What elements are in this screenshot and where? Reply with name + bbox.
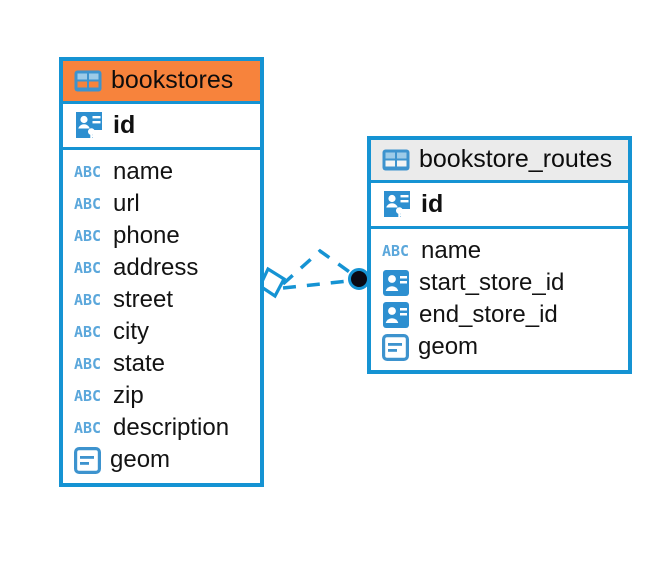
field-list-bookstores: ABC name ABC url ABC phone ABC address A…: [63, 150, 260, 483]
primary-key-icon: [384, 191, 410, 219]
svg-text:ABC: ABC: [74, 260, 101, 276]
field-label: geom: [418, 333, 479, 360]
field-label: url: [113, 190, 140, 217]
field-label: start_store_id: [419, 269, 565, 296]
geometry-icon: [74, 446, 101, 474]
field-label: description: [113, 414, 230, 441]
field-row-end-store-id[interactable]: end_store_id: [371, 299, 628, 331]
entity-header-bookstores[interactable]: bookstores: [63, 61, 260, 101]
abc-text-icon: ABC: [74, 388, 101, 404]
field-label: phone: [113, 222, 180, 249]
svg-text:ABC: ABC: [74, 292, 101, 308]
field-label: city: [113, 318, 149, 345]
abc-text-icon: ABC: [74, 420, 101, 436]
foreign-key-icon: [383, 270, 409, 296]
primary-key-icon: [76, 112, 102, 140]
field-label: geom: [110, 446, 171, 473]
field-list-bookstore-routes: ABC name start_store_id: [371, 229, 628, 370]
svg-text:ABC: ABC: [74, 420, 101, 436]
field-row-state[interactable]: ABC state: [63, 348, 260, 380]
field-row-city[interactable]: ABC city: [63, 316, 260, 348]
field-row-primary-key[interactable]: id: [371, 180, 628, 229]
abc-text-icon: ABC: [74, 164, 101, 180]
svg-text:ABC: ABC: [74, 356, 101, 372]
entity-bookstores[interactable]: bookstores id ABC name ABC url: [59, 57, 264, 487]
field-row-geom[interactable]: geom: [63, 444, 260, 476]
field-row-geom[interactable]: geom: [371, 331, 628, 363]
field-row-primary-key[interactable]: id: [63, 101, 260, 150]
field-label: name: [421, 237, 482, 264]
svg-text:ABC: ABC: [74, 164, 101, 180]
abc-text-icon: ABC: [382, 243, 409, 259]
abc-text-icon: ABC: [74, 324, 101, 340]
field-row-zip[interactable]: ABC zip: [63, 380, 260, 412]
field-label: id: [113, 110, 136, 139]
entity-name-label: bookstores: [111, 66, 234, 94]
svg-text:ABC: ABC: [74, 324, 101, 340]
field-label: end_store_id: [419, 301, 558, 328]
entity-name-label: bookstore_routes: [419, 145, 613, 173]
filled-circle-marker: [348, 268, 370, 290]
table-icon: [74, 70, 102, 91]
field-row-url[interactable]: ABC url: [63, 188, 260, 220]
field-row-name[interactable]: ABC name: [371, 235, 628, 267]
abc-text-icon: ABC: [74, 292, 101, 308]
svg-text:ABC: ABC: [74, 196, 101, 212]
entity-header-bookstore-routes[interactable]: bookstore_routes: [371, 140, 628, 180]
svg-text:ABC: ABC: [74, 388, 101, 404]
field-row-street[interactable]: ABC street: [63, 284, 260, 316]
entity-bookstore-routes[interactable]: bookstore_routes id ABC name: [367, 136, 632, 374]
relationship-line-upper: [281, 248, 360, 286]
geometry-icon: [382, 333, 409, 361]
abc-text-icon: ABC: [74, 228, 101, 244]
svg-text:ABC: ABC: [382, 243, 409, 259]
abc-text-icon: ABC: [74, 260, 101, 276]
field-label: zip: [113, 382, 144, 409]
field-label: address: [113, 254, 199, 281]
field-label: id: [421, 189, 444, 218]
field-label: state: [113, 350, 166, 377]
field-label: name: [113, 158, 174, 185]
relationship-line-lower: [282, 278, 359, 290]
field-row-phone[interactable]: ABC phone: [63, 220, 260, 252]
field-row-description[interactable]: ABC description: [63, 412, 260, 444]
svg-text:ABC: ABC: [74, 228, 101, 244]
field-row-address[interactable]: ABC address: [63, 252, 260, 284]
foreign-key-icon: [383, 302, 409, 328]
field-label: street: [113, 286, 174, 313]
field-row-name[interactable]: ABC name: [63, 156, 260, 188]
abc-text-icon: ABC: [74, 196, 101, 212]
abc-text-icon: ABC: [74, 356, 101, 372]
table-icon: [382, 149, 410, 170]
field-row-start-store-id[interactable]: start_store_id: [371, 267, 628, 299]
